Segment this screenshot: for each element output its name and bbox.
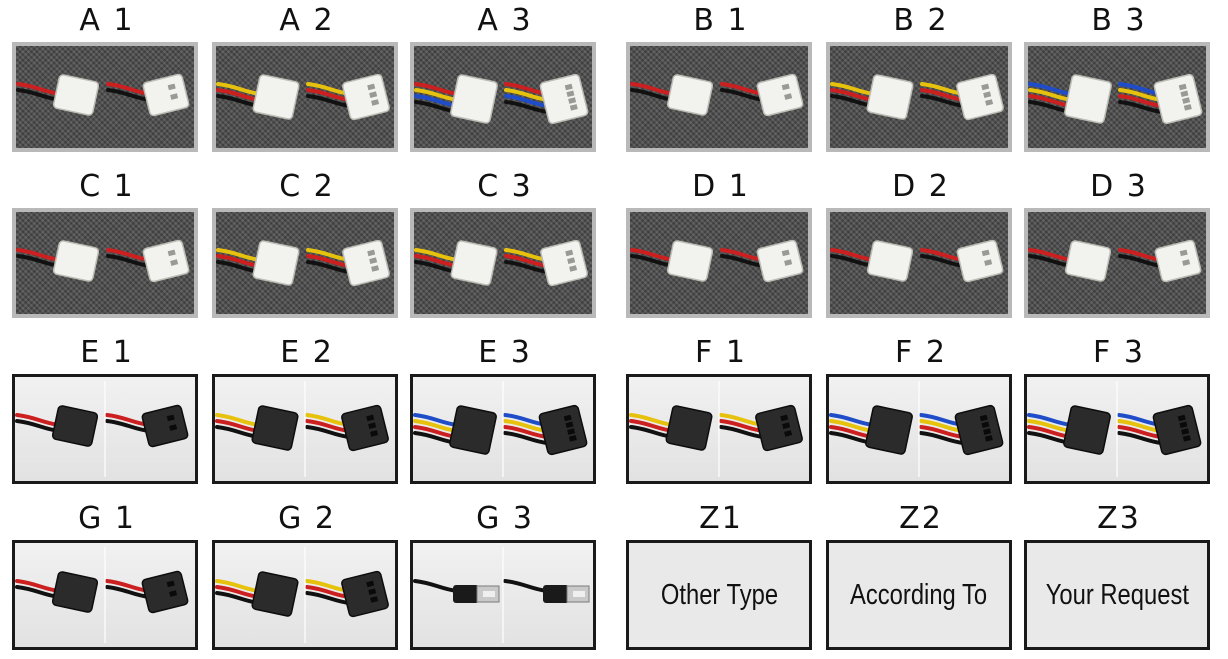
connector-option[interactable]: B 1	[626, 2, 816, 152]
connector-option[interactable]: G 2	[212, 500, 402, 650]
connector-photo	[212, 374, 398, 484]
option-label: D 1	[692, 169, 750, 204]
option-label: E 3	[478, 335, 532, 370]
connector-photo	[826, 208, 1012, 318]
connector-option[interactable]: E 3	[410, 334, 600, 484]
connector-image	[414, 239, 588, 287]
option-label: F 2	[895, 335, 947, 370]
connector-image	[1028, 73, 1203, 125]
connector-photo	[410, 374, 596, 484]
option-label: A 3	[477, 3, 533, 38]
custom-type-panel: Your Request	[1024, 540, 1210, 650]
custom-type-text: Other Type	[660, 578, 778, 611]
connector-image	[1027, 381, 1202, 477]
option-label: F 3	[1093, 335, 1145, 370]
connector-image	[215, 547, 389, 643]
connector-image	[215, 381, 389, 477]
option-label: G 3	[476, 501, 534, 536]
connector-image	[413, 547, 590, 643]
connector-option[interactable]: F 3	[1024, 334, 1214, 484]
connector-option[interactable]: C 3	[410, 168, 600, 318]
option-label: D 3	[1090, 169, 1148, 204]
option-label: Z1	[699, 501, 743, 536]
connector-image	[15, 547, 189, 643]
connector-option[interactable]: F 1	[626, 334, 816, 484]
option-label: B 1	[693, 3, 749, 38]
connector-image	[15, 381, 189, 477]
connector-image	[630, 239, 804, 283]
option-label: C 1	[79, 169, 135, 204]
connector-photo	[12, 374, 198, 484]
connector-option[interactable]: B 2	[826, 2, 1016, 152]
option-label: D 2	[892, 169, 950, 204]
connector-photo	[1024, 374, 1210, 484]
connector-option[interactable]: B 3	[1024, 2, 1214, 152]
custom-type-text: Your Request	[1045, 578, 1189, 611]
connector-image	[830, 73, 1004, 121]
option-label: A 2	[279, 3, 335, 38]
option-label: C 2	[279, 169, 335, 204]
option-label: A 1	[79, 3, 135, 38]
connector-photo	[212, 208, 398, 318]
option-label: C 3	[477, 169, 533, 204]
connector-photo	[626, 208, 812, 318]
connector-photo	[12, 540, 198, 650]
connector-image	[630, 73, 804, 117]
connector-photo	[826, 42, 1012, 152]
custom-type-panel: According To	[826, 540, 1012, 650]
connector-option[interactable]: A 2	[212, 2, 402, 152]
connector-image	[414, 73, 589, 125]
connector-option[interactable]: D 1	[626, 168, 816, 318]
connector-photo	[212, 42, 398, 152]
connector-image	[830, 239, 1004, 283]
connector-photo	[12, 42, 198, 152]
connector-image	[216, 239, 390, 287]
connector-photo	[826, 374, 1012, 484]
connector-photo	[1024, 42, 1210, 152]
connector-option[interactable]: G 3	[410, 500, 600, 650]
connector-option[interactable]: A 3	[410, 2, 600, 152]
option-label: E 2	[280, 335, 334, 370]
connector-image	[629, 381, 803, 477]
connector-photo	[212, 540, 398, 650]
connector-photo	[626, 42, 812, 152]
connector-option[interactable]: F 2	[826, 334, 1016, 484]
connector-option[interactable]: D 3	[1024, 168, 1214, 318]
connector-photo	[410, 208, 596, 318]
connector-image	[413, 381, 588, 477]
option-label: F 1	[695, 335, 747, 370]
connector-image	[1028, 239, 1202, 283]
connector-option[interactable]: D 2	[826, 168, 1016, 318]
option-label: G 1	[78, 501, 136, 536]
custom-type-panel: Other Type	[626, 540, 812, 650]
option-label: B 3	[1091, 3, 1147, 38]
option-label: B 2	[893, 3, 949, 38]
connector-image	[829, 381, 1004, 477]
connector-option[interactable]: G 1	[12, 500, 202, 650]
connector-photo	[410, 42, 596, 152]
connector-option[interactable]: E 2	[212, 334, 402, 484]
connector-image	[16, 239, 190, 283]
option-label: Z2	[899, 501, 943, 536]
connector-photo	[1024, 208, 1210, 318]
connector-image	[16, 73, 190, 117]
option-label: Z3	[1097, 501, 1141, 536]
connector-option[interactable]: C 1	[12, 168, 202, 318]
custom-type-text: According To	[850, 578, 988, 611]
connector-option[interactable]: C 2	[212, 168, 402, 318]
connector-photo	[12, 208, 198, 318]
connector-photo	[626, 374, 812, 484]
connector-option[interactable]: E 1	[12, 334, 202, 484]
option-label: G 2	[278, 501, 336, 536]
option-label: E 1	[80, 335, 134, 370]
connector-image	[216, 73, 390, 121]
connector-option[interactable]: A 1	[12, 2, 202, 152]
connector-photo	[410, 540, 596, 650]
